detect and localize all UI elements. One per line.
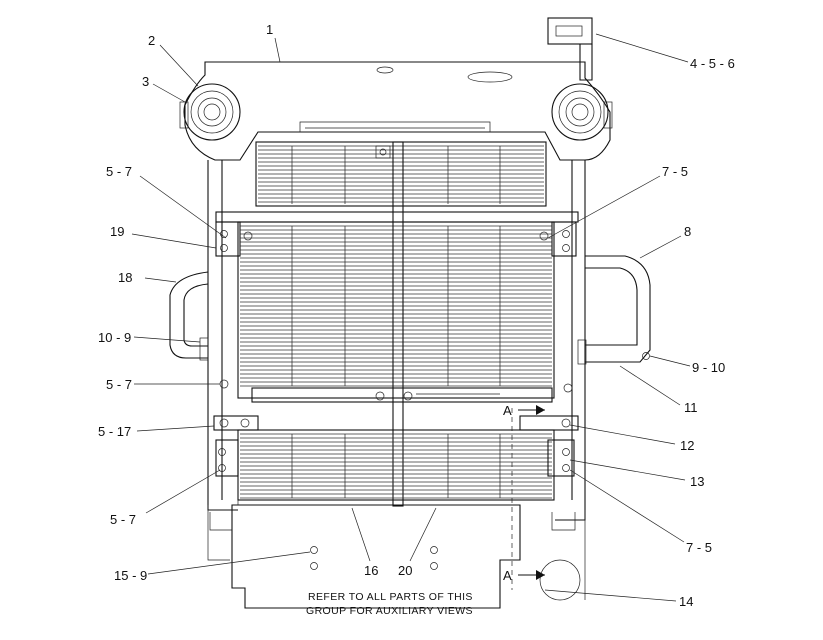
right-hose — [577, 255, 651, 365]
callout-19: 19 — [110, 224, 124, 239]
callout-7-5-top: 7 - 5 — [662, 164, 688, 179]
top-tank — [184, 61, 611, 161]
callout-10-9: 10 - 9 — [98, 330, 131, 345]
callout-11: 11 — [684, 400, 698, 415]
callouts: 1 2 3 4 - 5 - 6 5 - 7 7 - 5 19 8 18 10 -… — [98, 22, 735, 609]
left-cap — [179, 83, 241, 141]
callout-7-5-bot: 7 - 5 — [686, 540, 712, 555]
section-mark-lower: A — [503, 568, 512, 583]
bottom-tank — [209, 500, 581, 609]
center-divider — [375, 141, 404, 507]
section-arrow-lower: A — [503, 568, 545, 583]
callout-2: 2 — [148, 33, 155, 48]
side-bolt-right — [563, 383, 573, 393]
side-frames — [207, 160, 586, 600]
callout-5-7-top: 5 - 7 — [106, 164, 132, 179]
leader-lines — [131, 33, 691, 602]
callout-16: 16 — [364, 563, 378, 578]
callout-9-10: 9 - 10 — [692, 360, 725, 375]
callout-1: 1 — [266, 22, 273, 37]
callout-5-7-bot: 5 - 7 — [110, 512, 136, 527]
callout-5-7-mid: 5 - 7 — [106, 377, 132, 392]
section-arrow-upper: A — [503, 403, 545, 590]
side-bolt-left — [219, 379, 229, 389]
right-cap — [551, 83, 613, 141]
top-right-bracket — [547, 17, 593, 81]
section-mark-upper: A — [503, 403, 512, 418]
left-hose — [169, 271, 209, 361]
callout-12: 12 — [680, 438, 694, 453]
core-main — [237, 221, 555, 403]
callout-14: 14 — [679, 594, 693, 609]
callout-13: 13 — [690, 474, 704, 489]
note-line-2: GROUP FOR AUXILIARY VIEWS — [306, 605, 473, 617]
core-lower — [213, 415, 579, 501]
note-line-1: REFER TO ALL PARTS OF THIS — [308, 591, 473, 603]
callout-5-17: 5 - 17 — [98, 424, 131, 439]
callout-15-9: 15 - 9 — [114, 568, 147, 583]
callout-18: 18 — [118, 270, 132, 285]
callout-4-5-6: 4 - 5 - 6 — [690, 56, 735, 71]
core-upper — [255, 141, 547, 207]
callout-8: 8 — [684, 224, 691, 239]
callout-3: 3 — [142, 74, 149, 89]
callout-20: 20 — [398, 563, 412, 578]
reference-note: REFER TO ALL PARTS OF THIS GROUP FOR AUX… — [306, 591, 473, 617]
